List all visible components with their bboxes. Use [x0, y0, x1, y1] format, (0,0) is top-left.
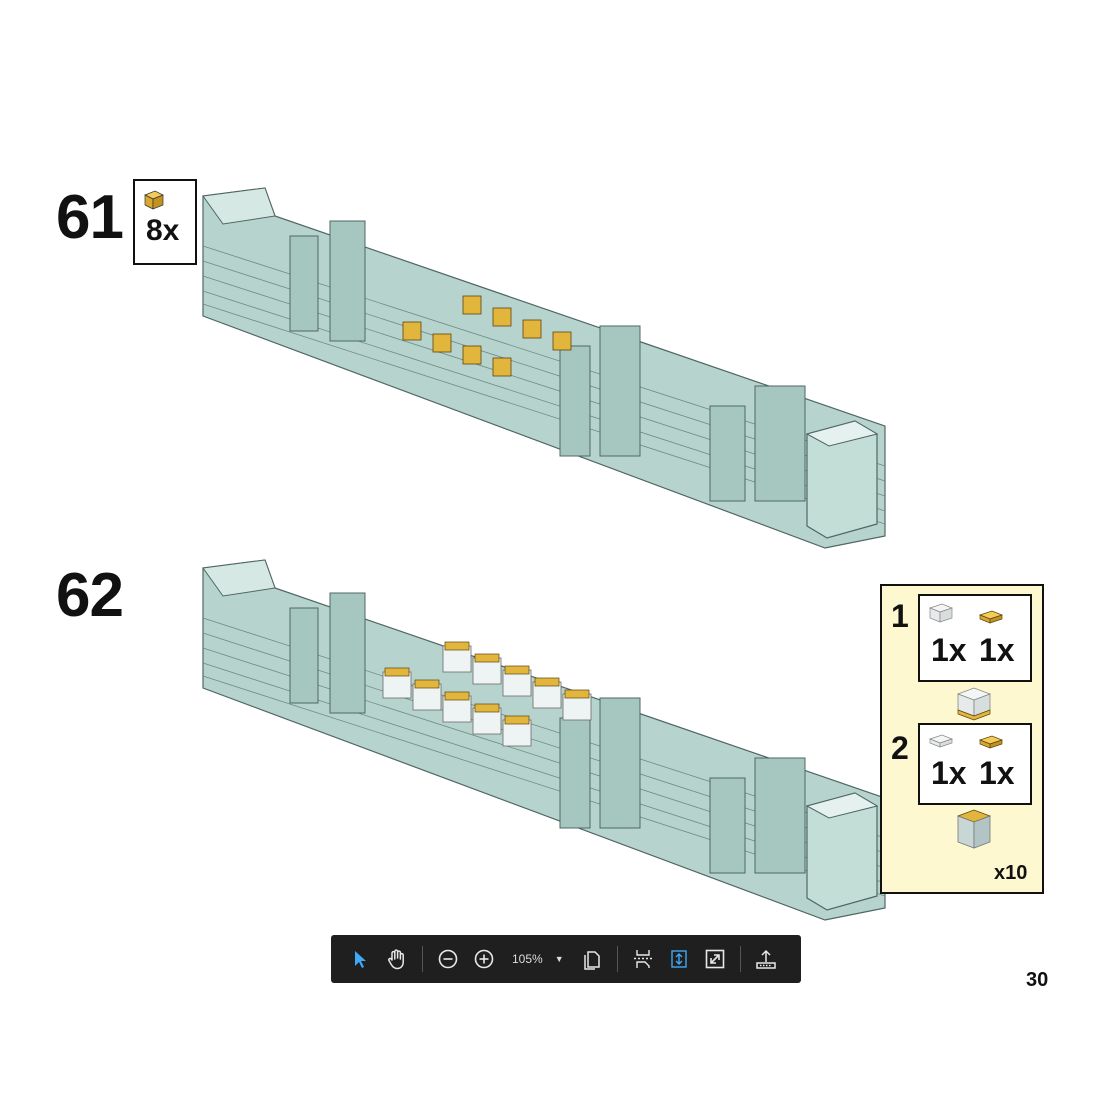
hand-icon [388, 949, 404, 970]
wall-assembly-step-62 [202, 559, 886, 921]
zoom-in-button[interactable] [468, 943, 500, 975]
page-view-button[interactable] [576, 943, 608, 975]
zoom-level-value: 105% [512, 952, 543, 966]
gold-tile-icon [978, 735, 1004, 749]
toolbar-divider [422, 946, 423, 972]
subassembly-multiplier: x10 [994, 862, 1028, 884]
select-icon [355, 951, 366, 968]
zoom-in-icon [474, 949, 494, 969]
step-number-61: 61 [56, 183, 124, 252]
substep-1-parts: 1x 1x [918, 594, 1032, 682]
substep-1-qty-b: 1x [979, 632, 1015, 668]
fit-page-button[interactable] [663, 943, 695, 975]
substep-number-2: 2 [891, 730, 909, 766]
page-number: 30 [1026, 969, 1049, 991]
viewer-toolbar: 105% ▼ [331, 935, 801, 983]
parts-qty: 8x [146, 214, 180, 247]
chevron-down-icon: ▼ [554, 954, 564, 964]
zoom-level-dropdown[interactable]: 105% ▼ [506, 943, 570, 975]
substep-2-result [956, 809, 992, 849]
fit-width-icon [633, 950, 652, 968]
gold-tile-icon [978, 610, 1004, 624]
substep-2-qty-a: 1x [931, 755, 967, 791]
substep-2-qty-b: 1x [979, 755, 1015, 791]
toolbar-divider [739, 946, 741, 972]
parts-callout-61: 8x [133, 179, 197, 265]
substep-number-1: 1 [891, 598, 909, 634]
gold-brick-icon [144, 190, 164, 210]
wall-assembly-step-61 [202, 187, 886, 549]
clear-plate-icon [928, 734, 954, 748]
subassembly-callout: 1 1x 1x 2 1x 1x [880, 584, 1044, 894]
fit-page-icon [670, 950, 687, 968]
substep-1-result [956, 687, 992, 721]
fit-width-button[interactable] [627, 943, 659, 975]
substep-2-parts: 1x 1x [918, 723, 1032, 805]
toolbar-divider [616, 946, 618, 972]
export-button[interactable] [750, 943, 782, 975]
substep-1-qty-a: 1x [931, 632, 967, 668]
select-tool-button[interactable] [345, 943, 377, 975]
zoom-out-icon [438, 949, 458, 969]
fullscreen-icon [705, 949, 724, 969]
clear-brick-icon [928, 603, 954, 623]
export-icon [755, 949, 776, 969]
zoom-out-button[interactable] [432, 943, 464, 975]
page-view-icon [583, 951, 600, 970]
hand-tool-button[interactable] [381, 943, 413, 975]
fullscreen-button[interactable] [699, 943, 731, 975]
step-number-62: 62 [56, 561, 124, 630]
